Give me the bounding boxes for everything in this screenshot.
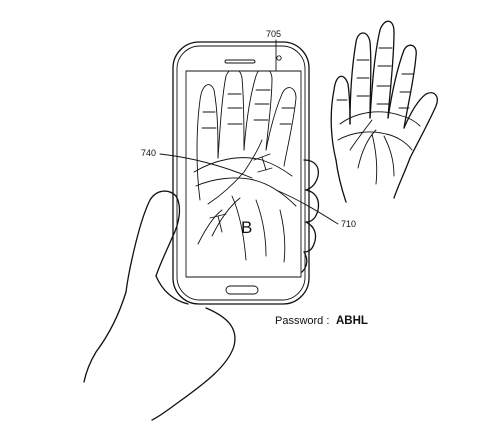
password-caption: Password : ABHL [275, 315, 368, 327]
home-button[interactable] [225, 285, 259, 295]
palm-image-on-screen [193, 71, 297, 263]
callout-740: 740 [141, 148, 253, 179]
ref-label-705: 705 [266, 29, 281, 39]
holding-hand [83, 159, 320, 421]
screen-letter-b: B [241, 218, 252, 237]
leader-line-710 [275, 189, 339, 225]
leader-line-740 [159, 153, 253, 179]
screen-frame [185, 70, 302, 278]
callout-710: 710 [275, 189, 356, 229]
phone-screen: B [185, 70, 302, 278]
ref-label-710: 710 [341, 219, 356, 229]
password-label: Password : [275, 315, 329, 327]
phone-bezel [176, 45, 306, 301]
phone-body [172, 41, 310, 305]
ref-label-740: 740 [141, 148, 156, 158]
password-value: ABHL [336, 315, 368, 327]
reference-hand [330, 20, 438, 203]
smartphone [172, 41, 310, 305]
earpiece-speaker [224, 59, 256, 64]
callout-705: 705 [266, 29, 281, 71]
front-camera-icon [276, 55, 282, 61]
